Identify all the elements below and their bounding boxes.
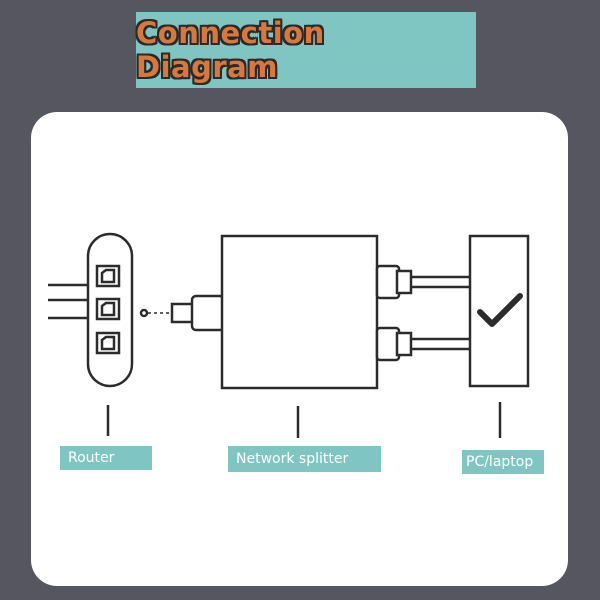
checkmark-icon [477,293,523,327]
router-cables [48,283,92,320]
pc-label: PC/laptop [462,450,544,474]
router-label: Router [60,446,152,470]
router-splitter-link [139,308,172,318]
router-port-3 [95,331,121,355]
router-port-1 [95,264,121,288]
splitter-label: Network splitter [228,446,381,472]
title-banner: Connection Diagram [136,12,476,88]
page-title: Connection Diagram [136,16,325,84]
splitter-device [220,234,379,390]
router-port-2 [95,297,121,321]
router-device [86,232,134,388]
splitter-output-connector-bottom [375,326,470,362]
splitter-output-connector-top [375,264,470,300]
splitter-input-connector [170,294,226,332]
